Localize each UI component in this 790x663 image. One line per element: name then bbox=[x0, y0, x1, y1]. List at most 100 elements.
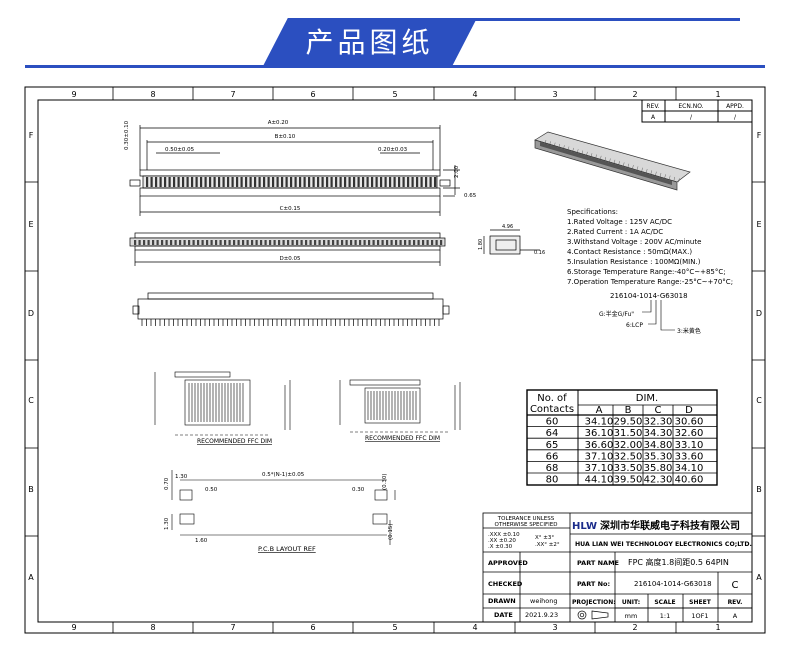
contact-tooth bbox=[165, 240, 168, 245]
pcb-d160: 1.60 bbox=[195, 538, 208, 544]
contact-tooth bbox=[224, 240, 227, 245]
dim-side-small: 0.65 bbox=[464, 193, 477, 199]
contact-tooth bbox=[227, 177, 230, 187]
contact-tooth bbox=[272, 177, 275, 187]
dim-pitch-b: 0.20±0.03 bbox=[378, 147, 408, 153]
pcb-pitch: 0.5*(N-1)±0.05 bbox=[262, 472, 305, 478]
row-label-right: A bbox=[756, 573, 762, 582]
banner: 产品图纸 bbox=[0, 0, 790, 70]
iso-contact bbox=[641, 167, 643, 172]
title-block bbox=[482, 512, 753, 623]
contact-tooth bbox=[363, 240, 366, 245]
dim-table-cell: 33.10 bbox=[675, 440, 704, 451]
contact-tooth bbox=[345, 240, 348, 245]
contact-tooth bbox=[255, 240, 258, 245]
contact-tooth bbox=[209, 177, 212, 187]
iso-contact bbox=[613, 159, 616, 164]
part-code-color: 3:米黄色 bbox=[677, 327, 701, 335]
contact-tooth bbox=[440, 240, 443, 245]
row-label-right: B bbox=[756, 485, 762, 494]
contact-tooth bbox=[287, 240, 290, 245]
pcb-d130b: 1.30 bbox=[164, 517, 170, 530]
iso-contact bbox=[646, 168, 648, 174]
dim-d: D±0.05 bbox=[279, 256, 301, 262]
unit-value: mm bbox=[625, 612, 638, 620]
iso-contact bbox=[673, 176, 675, 182]
contact-tooth bbox=[350, 240, 353, 245]
top-view-dims: A±0.20 B±0.10 0.50±0.05 0.20±0.03 0.30±0… bbox=[124, 120, 477, 212]
contact-tooth bbox=[305, 240, 308, 245]
dim-table-contacts: 80 bbox=[546, 475, 559, 486]
dim-side-view-h: 1.80 bbox=[478, 239, 484, 250]
ecn-header: ECN.NO. bbox=[678, 103, 703, 110]
contact-tooth bbox=[402, 177, 405, 187]
contact-tooth bbox=[434, 177, 437, 187]
contact-tooth bbox=[407, 177, 410, 187]
dim-table-cell: 34.30 bbox=[644, 428, 673, 439]
projection-label: PROJECTION: bbox=[572, 599, 616, 606]
contact-tooth bbox=[362, 177, 365, 187]
contact-tooth bbox=[174, 240, 177, 245]
contact-tooth bbox=[192, 240, 195, 245]
contact-tooth bbox=[366, 177, 369, 187]
contact-tooth bbox=[246, 240, 249, 245]
dim-table-cell: 31.50 bbox=[614, 428, 643, 439]
contact-tooth bbox=[339, 177, 342, 187]
dim-table-col-header: D bbox=[685, 405, 693, 416]
column-label-top: 9 bbox=[71, 90, 76, 99]
contact-tooth bbox=[290, 177, 293, 187]
dim-table-cell: 33.60 bbox=[675, 451, 704, 462]
appd-header: APPD. bbox=[726, 103, 744, 110]
ecn-value: / bbox=[690, 114, 693, 121]
contact-tooth bbox=[215, 240, 218, 245]
contact-tooth bbox=[278, 240, 281, 245]
iso-contact bbox=[563, 145, 565, 150]
contact-tooth bbox=[300, 240, 303, 245]
contact-tooth bbox=[359, 240, 362, 245]
dim-table-h1: No. of bbox=[537, 393, 567, 404]
contact-tooth bbox=[318, 240, 321, 245]
iso-contact bbox=[659, 172, 662, 178]
dim-table-cell: 29.50 bbox=[614, 417, 643, 428]
contact-tooth bbox=[264, 240, 267, 245]
part-code: 216104-1014-G63018 bbox=[610, 292, 688, 300]
contact-tooth bbox=[330, 177, 333, 187]
contact-tooth bbox=[336, 240, 339, 245]
dim-table-contacts: 66 bbox=[546, 451, 559, 462]
dim-table-dim: DIM. bbox=[636, 393, 658, 404]
contact-tooth bbox=[155, 177, 158, 187]
dim-table-cell: 42.30 bbox=[644, 475, 673, 486]
row-label-right: E bbox=[756, 220, 761, 229]
iso-contact bbox=[650, 170, 652, 175]
contact-tooth bbox=[435, 240, 438, 245]
contact-tooth bbox=[308, 177, 311, 187]
spec-line-1: 1.Rated Voltage : 125V AC/DC bbox=[567, 218, 672, 226]
part-no-label: PART No: bbox=[577, 580, 610, 588]
title-block-text: TOLERANCE UNLESS OTHERWISE SPECIFIED .XX… bbox=[488, 516, 752, 620]
dim-table-cell: 37.10 bbox=[585, 463, 614, 474]
spec-line-2: 2.Rated Current : 1A AC/DC bbox=[567, 228, 663, 236]
contact-tooth bbox=[344, 177, 347, 187]
ffc-label-right: RECOMMENDED FFC DIM bbox=[365, 435, 440, 442]
contact-tooth bbox=[146, 177, 149, 187]
iso-contact bbox=[581, 150, 583, 155]
pcb-d130: 1.30 bbox=[175, 474, 188, 480]
contact-tooth bbox=[150, 177, 153, 187]
iso-contact bbox=[554, 142, 556, 147]
dim-table-cell: 33.50 bbox=[614, 463, 643, 474]
contact-tooth bbox=[431, 240, 434, 245]
approved-label: APPROVED bbox=[488, 559, 528, 567]
column-label-bottom: 5 bbox=[392, 623, 397, 632]
iso-contact bbox=[609, 158, 611, 163]
pcb-label: P.C.B LAYOUT REF bbox=[258, 545, 316, 553]
part-name: FPC 高度1.8间距0.5 64PIN bbox=[628, 557, 729, 567]
contact-tooth bbox=[425, 177, 428, 187]
dim-table-contacts: 68 bbox=[546, 463, 559, 474]
column-label-bottom: 1 bbox=[715, 623, 720, 632]
column-label-bottom: 3 bbox=[552, 623, 557, 632]
row-label-right: D bbox=[756, 309, 762, 318]
ffc-dim-right bbox=[339, 379, 461, 433]
contact-tooth bbox=[332, 240, 335, 245]
iso-contact bbox=[590, 153, 593, 158]
